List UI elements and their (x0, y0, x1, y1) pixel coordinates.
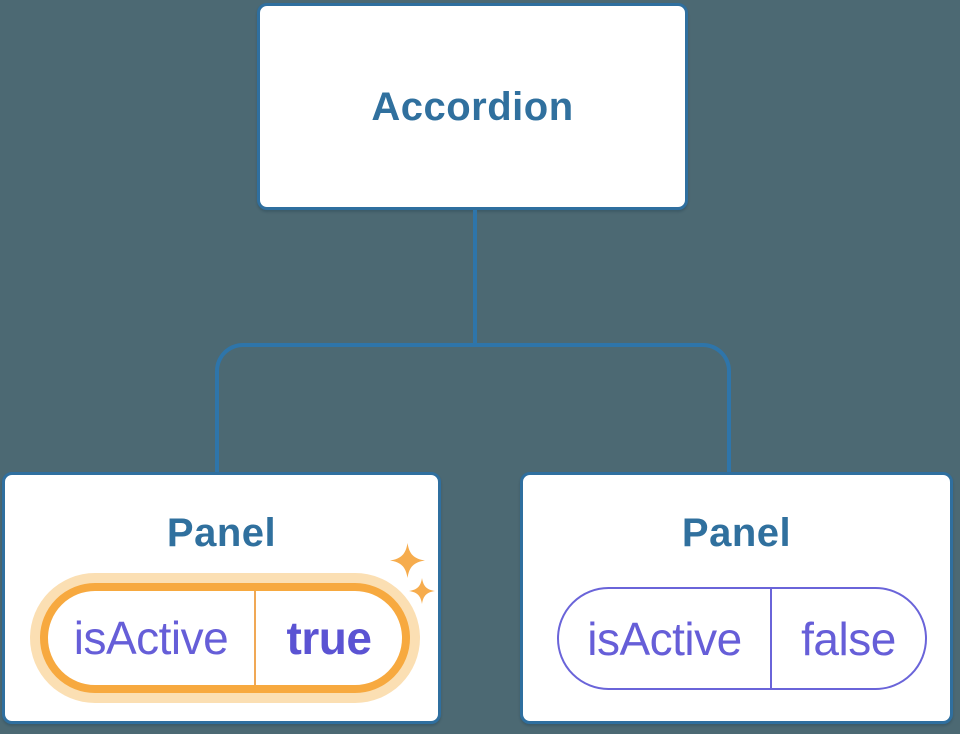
connector-bracket (215, 343, 731, 472)
sparkle-icon (409, 578, 435, 604)
panel-title: Panel (681, 511, 792, 555)
isactive-pill-inactive: isActive false (557, 587, 927, 690)
prop-name-label: isActive (73, 612, 229, 664)
panel-title: Panel (166, 511, 277, 555)
accordion-label: Accordion (371, 84, 574, 129)
prop-value-label: false (801, 612, 896, 665)
panel-node-active: Panel isActive true (2, 472, 441, 724)
pill-divider (254, 591, 256, 685)
isactive-pill-active: isActive true (40, 583, 410, 693)
prop-value-label: true (286, 612, 372, 664)
panel-node-inactive: Panel isActive false (520, 472, 953, 724)
pill-divider (770, 589, 772, 688)
sparkle-icon (390, 543, 425, 578)
prop-name-label: isActive (587, 612, 742, 665)
accordion-node: Accordion (257, 3, 688, 210)
connector-stem (473, 210, 477, 343)
